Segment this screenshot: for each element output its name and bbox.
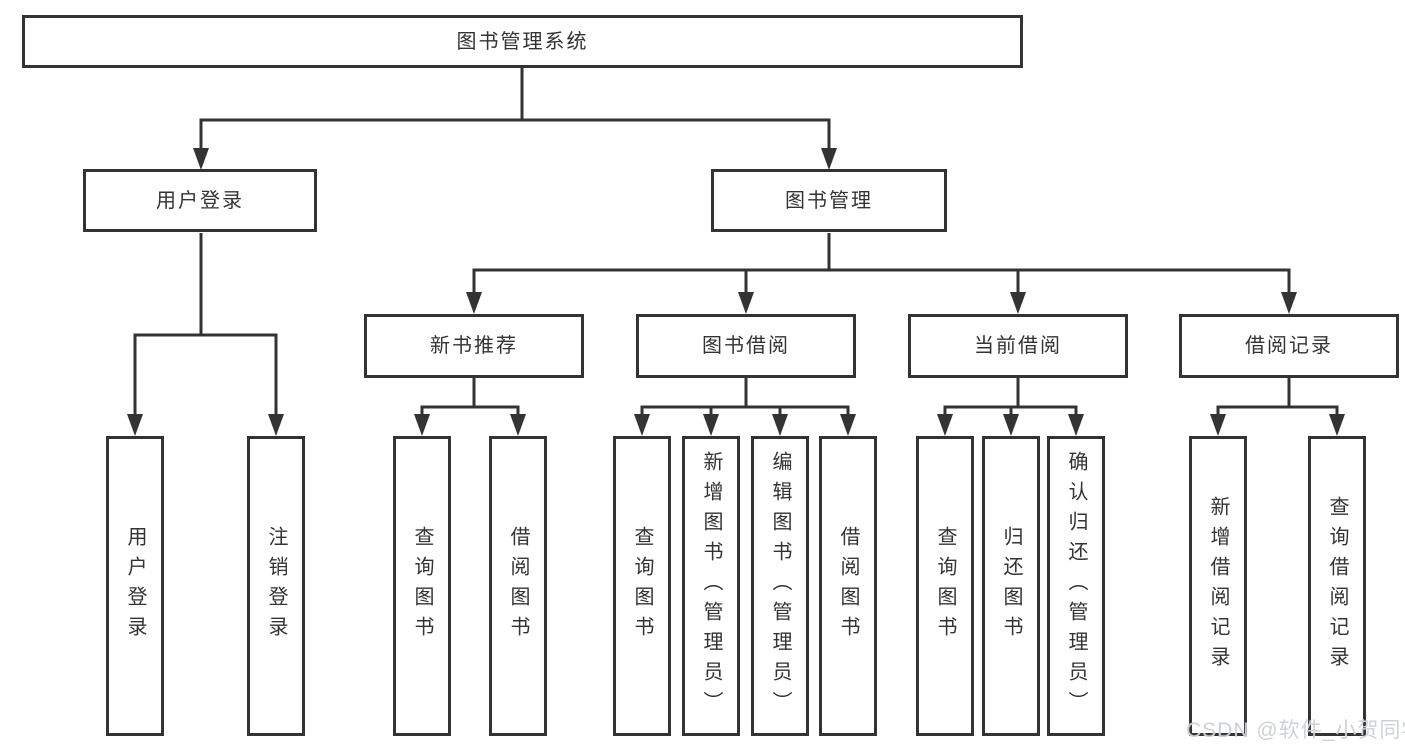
leaf-br-add-record: 新增借阅记录 [1189,436,1247,736]
connectors-current-borrow [937,378,1084,436]
leaf-cb-query-books: 查询图书 [916,436,974,736]
leaf-bb-query-books: 查询图书 [613,436,671,736]
node-book-mgmt: 图书管理 [711,169,947,232]
node-book-borrow: 图书借阅 [636,314,856,378]
leaf-cb-return-books: 归还图书 [982,436,1040,736]
leaf-logout: 注销登录 [247,436,305,736]
node-borrow-records: 借阅记录 [1179,314,1399,378]
connectors-book-borrow [634,378,856,436]
leaf-cb-confirm-return-admin: 确认归还（管理员） [1047,436,1105,736]
connectors-borrow-records [1210,378,1345,436]
node-user-login: 用户登录 [83,169,317,232]
watermark: CSDN @软件_小贺同学 [1186,719,1405,742]
leaf-nb-query-books: 查询图书 [393,436,451,736]
connectors-book-mgmt [466,233,1297,314]
leaf-bb-borrow-books: 借阅图书 [819,436,877,736]
node-new-books: 新书推荐 [364,314,584,378]
leaf-nb-borrow-books: 借阅图书 [489,436,547,736]
leaf-bb-edit-books-admin: 编辑图书（管理员） [751,436,809,736]
connectors-user-login [127,233,284,436]
leaf-bb-add-books-admin: 新增图书（管理员） [682,436,740,736]
leaf-user-login: 用户登录 [106,436,164,736]
node-current-borrow: 当前借阅 [908,314,1128,378]
leaf-br-query-record: 查询借阅记录 [1308,436,1366,736]
connectors-new-books [414,378,526,436]
connectors-root [193,68,837,170]
node-root: 图书管理系统 [22,15,1023,68]
